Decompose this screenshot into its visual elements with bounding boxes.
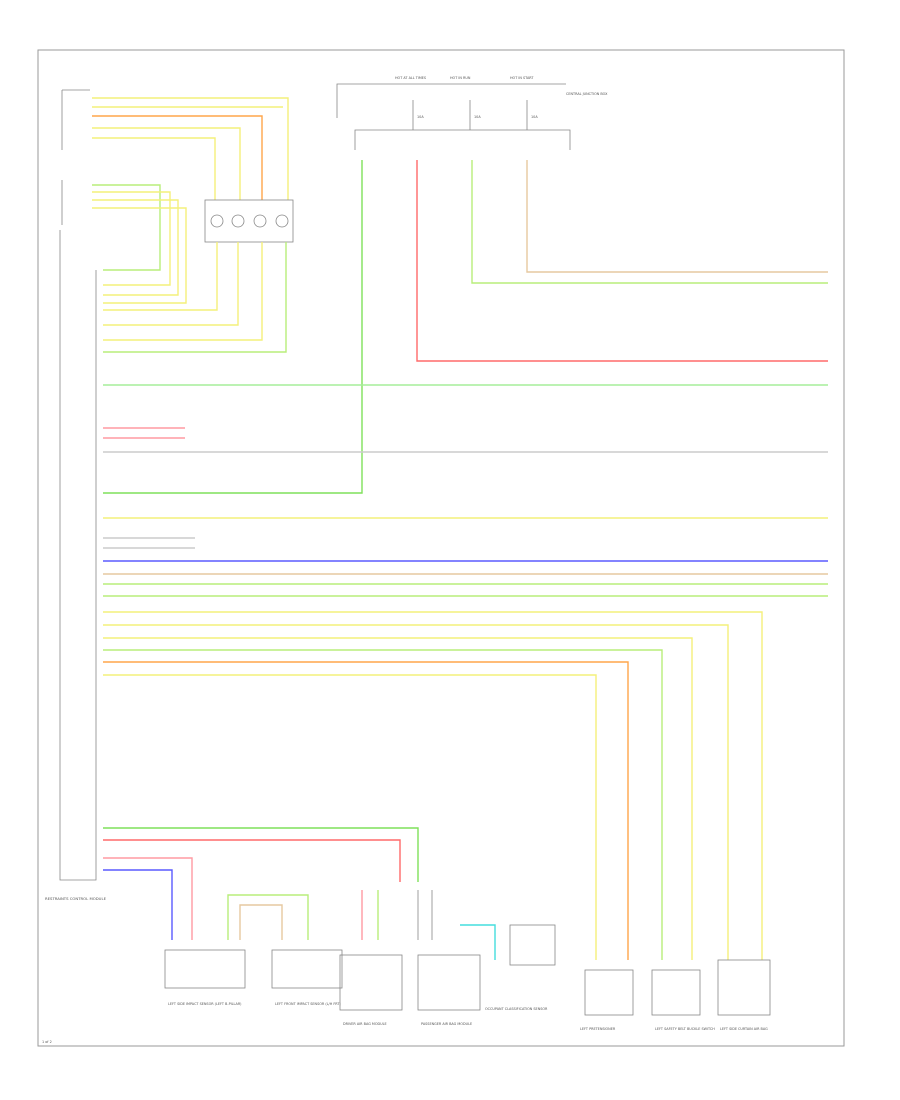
page-number: 1 of 2 (42, 1040, 52, 1044)
svg-text:LEFT SIDE CURTAIN AIR BAG: LEFT SIDE CURTAIN AIR BAG (720, 1027, 768, 1031)
svg-text:LEFT FRONT IMPACT SENSOR (L/H: LEFT FRONT IMPACT SENSOR (L/H FRT) (275, 1002, 341, 1006)
fuse-block: HOT AT ALL TIMES HOT IN RUN HOT IN START… (336, 76, 608, 150)
wire-to-components-5 (103, 661, 629, 960)
svg-text:PASSENGER AIR BAG MODULE: PASSENGER AIR BAG MODULE (421, 1022, 472, 1026)
module-outline (59, 230, 97, 881)
center-connector (103, 199, 294, 353)
fuse-label-3: HOT IN START (510, 76, 534, 80)
component-left-side-sensor: LEFT SIDE IMPACT SENSOR (LEFT B-PILLAR) (164, 949, 246, 1006)
wire-green-feed (103, 160, 363, 494)
fuse-rating-1: 10A (417, 115, 424, 119)
wire-red-feed (416, 160, 828, 362)
svg-text:DRIVER AIR BAG MODULE: DRIVER AIR BAG MODULE (343, 1022, 387, 1026)
component-driver-airbag: DRIVER AIR BAG MODULE (339, 890, 403, 1026)
upper-left-bundle (92, 184, 187, 304)
svg-text:LEFT SIDE IMPACT SENSOR (LEFT: LEFT SIDE IMPACT SENSOR (LEFT B-PILLAR) (168, 1002, 242, 1006)
wire-light-green-feed (471, 160, 828, 284)
component-occupant-sensor: OCCUPANT CLASSIFICATION SENSOR (460, 924, 556, 1011)
wire-blue-lower (103, 869, 173, 940)
fuse-note: CENTRAL JUNCTION BOX (566, 92, 608, 96)
fuse-label-1: HOT AT ALL TIMES (395, 76, 426, 80)
module-label: RESTRAINTS CONTROL MODULE (45, 896, 107, 901)
diagram-frame (37, 49, 845, 1047)
upper-connector (61, 89, 90, 225)
component-belt-buckle: LEFT SAFETY BELT BUCKLE SWITCH (651, 969, 715, 1031)
wire-to-components-1 (103, 611, 763, 960)
svg-text:LEFT SAFETY BELT BUCKLE SWITCH: LEFT SAFETY BELT BUCKLE SWITCH (655, 1027, 715, 1031)
wire-to-components-2 (103, 624, 729, 960)
fuse-label-2: HOT IN RUN (450, 76, 471, 80)
svg-text:LEFT PRETENSIONER: LEFT PRETENSIONER (580, 1027, 616, 1031)
wire-to-components-6 (103, 674, 597, 960)
component-left-front-sensor: LEFT FRONT IMPACT SENSOR (L/H FRT) (227, 894, 343, 1006)
component-left-pretensioner: LEFT PRETENSIONER (580, 969, 634, 1031)
wire-to-components-3 (103, 637, 693, 960)
component-passenger-airbag: PASSENGER AIR BAG MODULE (417, 890, 481, 1026)
svg-text:OCCUPANT CLASSIFICATION SENSOR: OCCUPANT CLASSIFICATION SENSOR (485, 1007, 548, 1011)
wire-red-lower (103, 839, 401, 882)
wire-to-components-4 (103, 649, 663, 960)
wire-green-lower (103, 827, 419, 882)
wire-pink-lower (103, 857, 193, 940)
component-side-curtain: LEFT SIDE CURTAIN AIR BAG (717, 959, 771, 1031)
fuse-rating-3: 10A (531, 115, 538, 119)
wire-tan-feed (526, 160, 828, 273)
fuse-rating-2: 10A (474, 115, 481, 119)
connector-stub-group (92, 97, 289, 200)
